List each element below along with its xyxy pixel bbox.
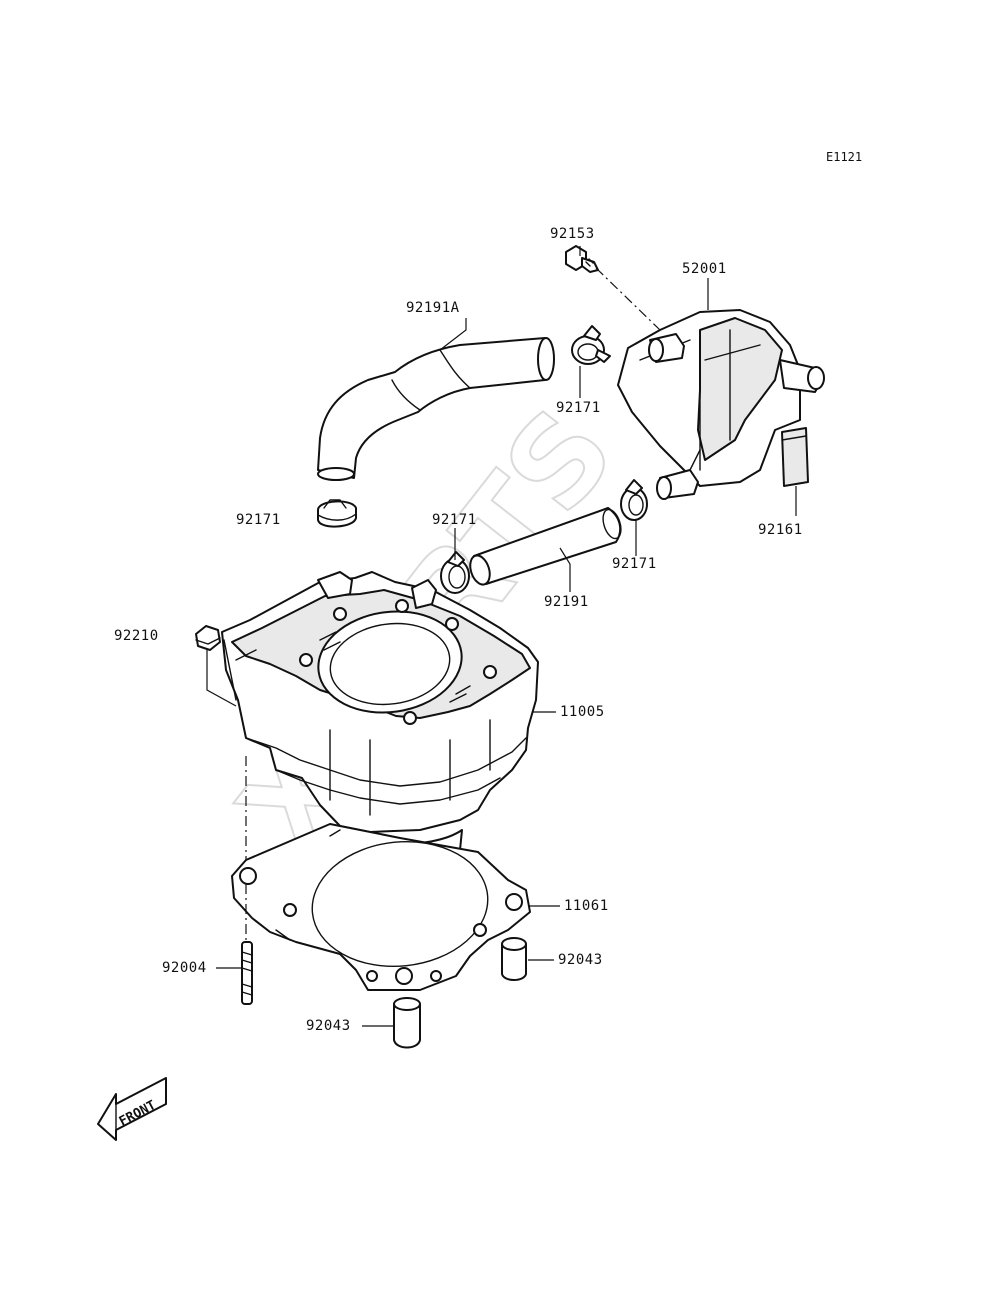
- label-92191: 92191: [544, 594, 589, 610]
- label-11005: 11005: [560, 704, 605, 720]
- part-92161-pad[interactable]: [781, 427, 809, 487]
- leader-92210-line: [206, 650, 237, 707]
- label-92191A: 92191A: [406, 300, 460, 316]
- leader-92191A: [439, 318, 467, 351]
- label-52001: 52001: [682, 261, 727, 277]
- part-92191A-hose[interactable]: [317, 337, 555, 481]
- front-arrow-icon: FRONT: [97, 1077, 167, 1141]
- part-92210-nut[interactable]: [195, 625, 221, 651]
- label-92171-lower-left: 92171: [432, 512, 477, 528]
- label-92004: 92004: [162, 960, 207, 976]
- part-11061-gasket[interactable]: [231, 823, 531, 991]
- label-92043-right: 92043: [558, 952, 603, 968]
- part-52001-housing[interactable]: [617, 309, 825, 500]
- label-92210: 92210: [114, 628, 159, 644]
- label-92171-upper-right: 92171: [556, 400, 601, 416]
- diagram-code: E1121: [826, 150, 862, 164]
- leader-92153-axis: [595, 267, 661, 331]
- label-92171-upper-left: 92171: [236, 512, 281, 528]
- part-92004-stud[interactable]: [241, 941, 253, 1005]
- part-92043-dowel-right[interactable]: [501, 937, 527, 981]
- part-92171-clamp-lower-right[interactable]: [620, 479, 648, 521]
- part-92043-dowel-lower[interactable]: [393, 997, 421, 1049]
- part-92191-hose[interactable]: [467, 507, 624, 587]
- part-92171-clamp-upper-left[interactable]: [317, 499, 357, 528]
- label-11061: 11061: [564, 898, 609, 914]
- part-92153-bolt[interactable]: [565, 245, 599, 273]
- label-92161: 92161: [758, 522, 803, 538]
- part-92171-clamp-upper-right[interactable]: [571, 325, 611, 365]
- label-92153: 92153: [550, 226, 595, 242]
- part-92171-clamp-lower-left[interactable]: [440, 551, 470, 594]
- label-92171-lower-right: 92171: [612, 556, 657, 572]
- leader-92191: [559, 547, 571, 592]
- label-92043-lower: 92043: [306, 1018, 351, 1034]
